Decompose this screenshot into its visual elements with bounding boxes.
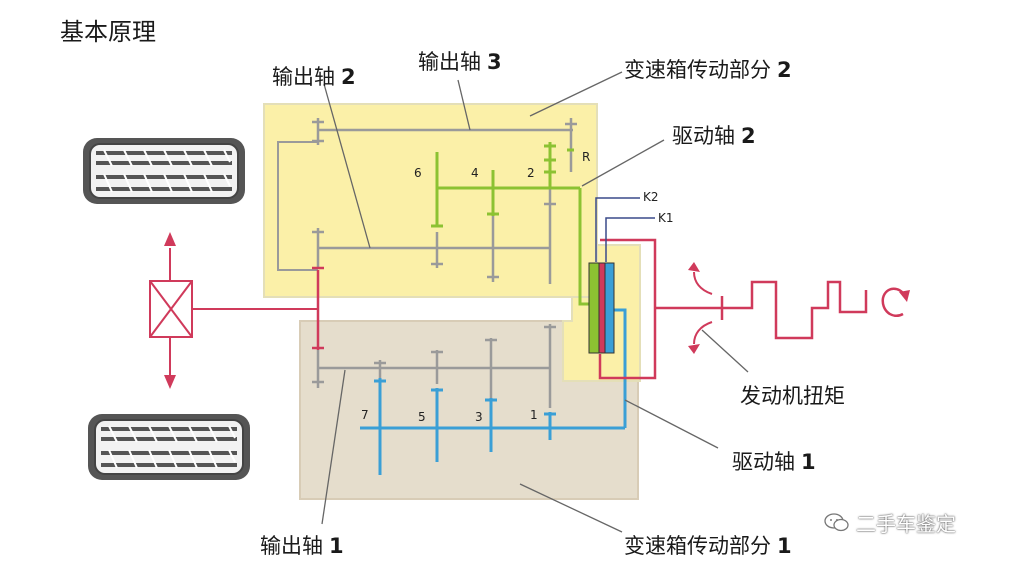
engine-torque-label: 发动机扭矩 (740, 384, 845, 408)
gear-2-label: 2 (527, 166, 535, 180)
gear-r-label: R (582, 150, 591, 164)
torque-arrow-down-head-icon (688, 344, 700, 354)
drive-shaft-1-number: 1 (801, 450, 816, 474)
torque-arrow-up-icon (693, 271, 713, 295)
gearbox-part-1-text: 变速箱传动部分 (624, 534, 771, 558)
output-shaft-1-line (312, 324, 556, 408)
gear-5-label: 5 (418, 410, 426, 424)
drive-shaft-1-line (360, 308, 627, 475)
watermark: 二手车鉴定 (824, 508, 956, 537)
gear-4-label: 4 (471, 166, 479, 180)
gear-7-label: 7 (361, 408, 369, 422)
differential-arrow-down-icon (164, 375, 176, 389)
output-shaft-2-line (312, 178, 556, 284)
clutch-k2-plate (588, 262, 600, 354)
clutch-k2-label: K2 (643, 190, 659, 204)
gear-1-label: 1 (530, 408, 538, 422)
clutch-k2-red-plate (598, 262, 606, 354)
engine-rotation-arrowhead-icon (899, 290, 910, 302)
output-shaft-links (277, 141, 318, 271)
page-title: 基本原理 (60, 18, 156, 46)
output-shaft-3-number: 3 (487, 50, 502, 74)
drive-shaft-2-line (431, 142, 592, 306)
torque-arrow-up-head-icon (688, 262, 700, 272)
wechat-icon (824, 512, 849, 531)
output-shaft-2-number: 2 (341, 65, 356, 89)
gearbox-part-2-number: 2 (777, 58, 792, 82)
leader-lines (321, 71, 749, 533)
output-shaft-3-line (312, 118, 577, 172)
tire-lower-icon (88, 414, 250, 480)
watermark-text: 二手车鉴定 (856, 512, 956, 536)
gearbox-part-2-text: 变速箱传动部分 (624, 58, 771, 82)
gear-3-label: 3 (475, 410, 483, 424)
gearbox-part-2-box (263, 103, 598, 298)
clutch-k1-pointer (605, 217, 655, 262)
output-shaft-1-text: 输出轴 (260, 534, 323, 558)
output-shaft-1-number: 1 (329, 534, 344, 558)
output-shaft-2-text: 输出轴 (272, 65, 335, 89)
differential-arrow-up-icon (164, 232, 176, 246)
drive-shaft-1-text: 驱动轴 (732, 450, 795, 474)
tire-upper-icon (83, 138, 245, 204)
clutch-k1-plate (604, 262, 615, 354)
gearbox-part-1-number: 1 (777, 534, 792, 558)
engine-torque-path (312, 238, 868, 380)
clutch-k1-label: K1 (658, 211, 674, 225)
differential-icon (149, 248, 318, 378)
drive-shaft-2-number: 2 (741, 124, 756, 148)
engine-rotation-icon (881, 287, 907, 317)
gear-6-label: 6 (414, 166, 422, 180)
torque-arrow-down-icon (693, 321, 713, 345)
drive-shaft-2-text: 驱动轴 (672, 124, 735, 148)
output-shaft-3-text: 输出轴 (418, 50, 481, 74)
clutch-k2-pointer (595, 197, 640, 262)
